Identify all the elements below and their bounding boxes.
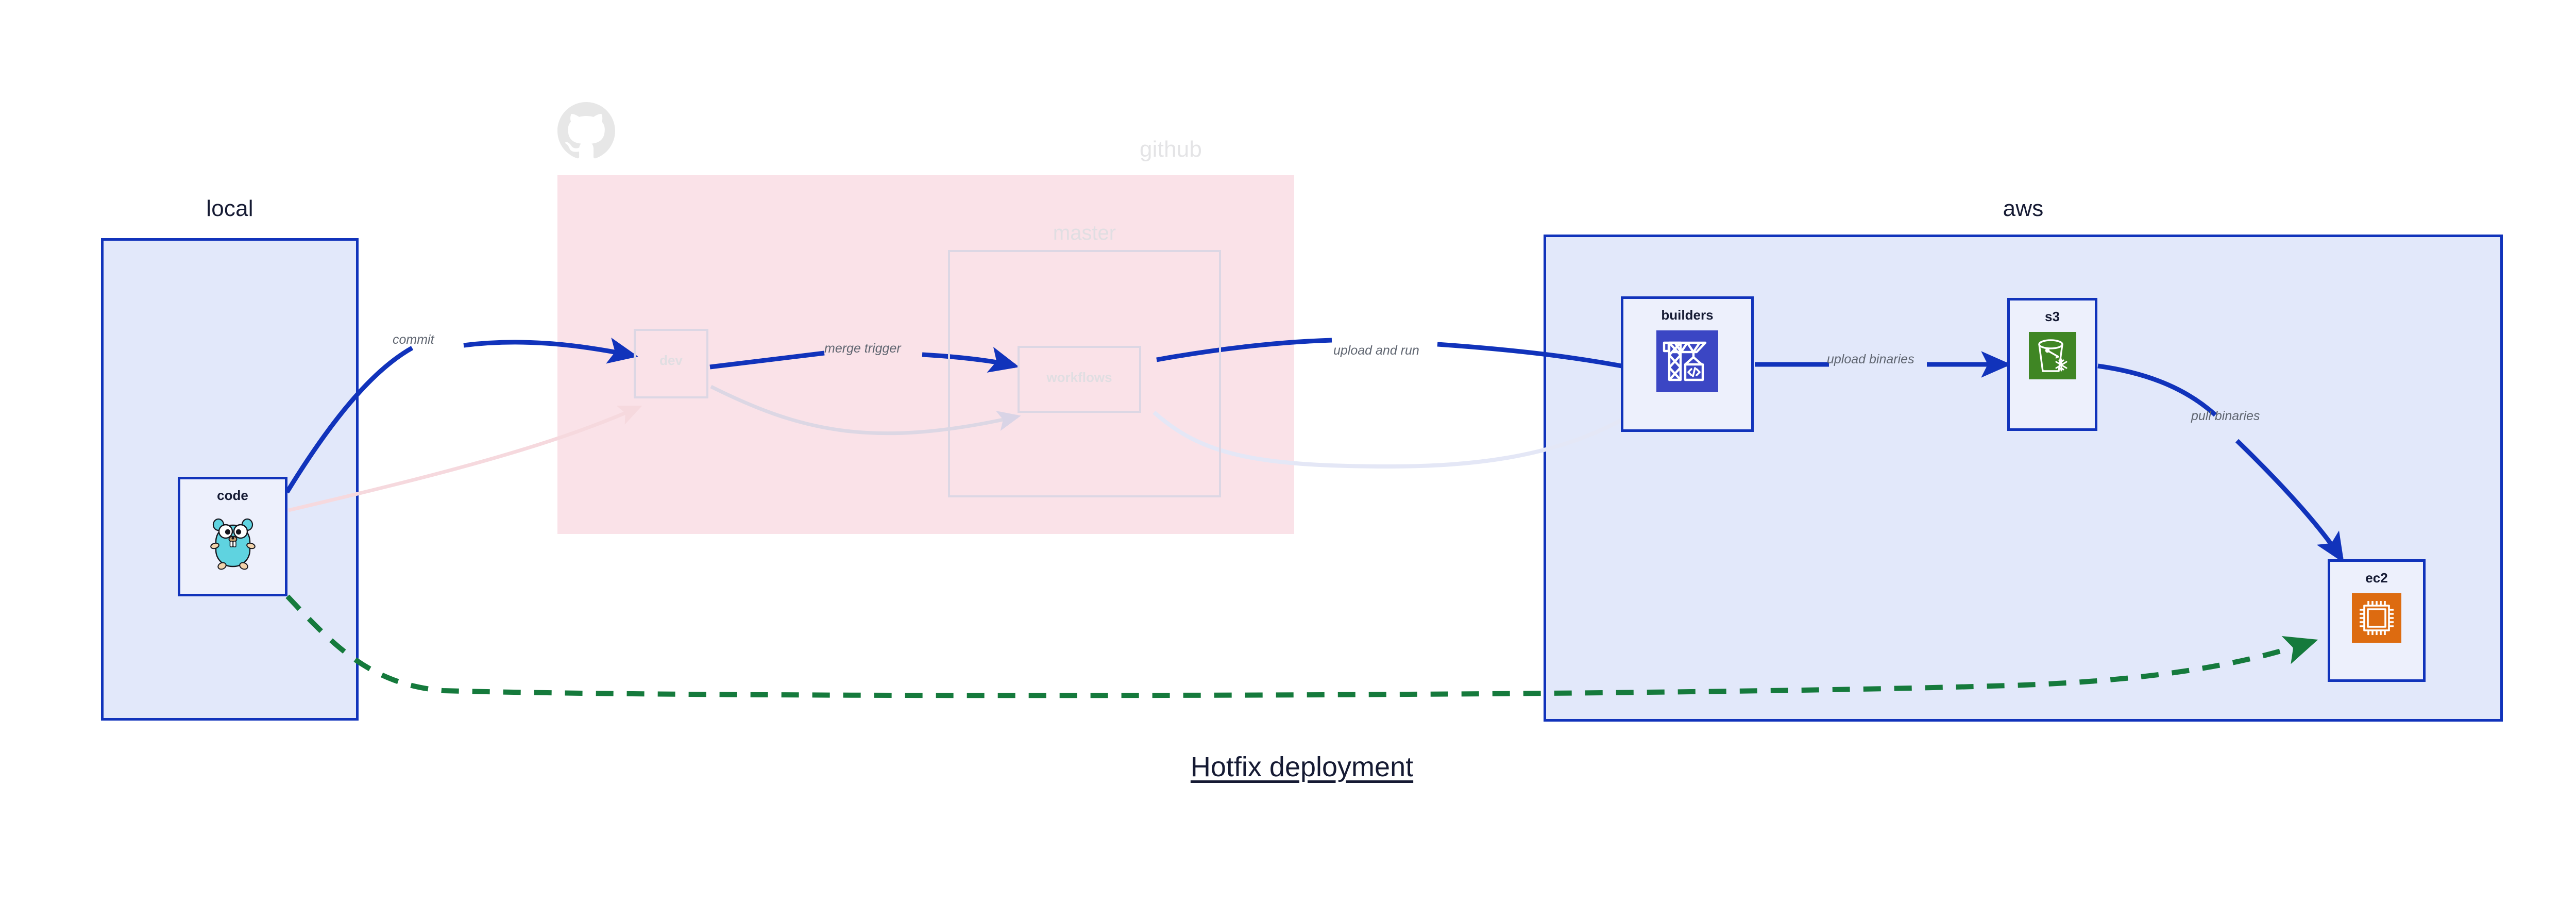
node-dev[interactable]: dev bbox=[634, 329, 708, 398]
github-octocat-icon bbox=[557, 102, 615, 160]
edge-ghost-dev-to-workflows bbox=[710, 385, 1021, 436]
node-label-s3: s3 bbox=[2045, 309, 2060, 324]
node-label-code: code bbox=[217, 488, 248, 503]
go-gopher-icon bbox=[206, 511, 260, 572]
edge-commit-path-2 bbox=[463, 338, 638, 364]
edge-hotfix-direct-path bbox=[285, 594, 2318, 698]
group-master[interactable] bbox=[948, 250, 1221, 497]
edge-pull-binaries-path bbox=[2097, 363, 2217, 417]
node-builders[interactable]: builders bbox=[1621, 296, 1754, 432]
edge-label-merge-trigger: merge trigger bbox=[824, 341, 901, 356]
node-label-dev: dev bbox=[659, 353, 683, 368]
edge-label-commit: commit bbox=[393, 332, 434, 347]
edge-upload-and-run-path bbox=[1156, 338, 1332, 362]
container-label-aws: aws bbox=[2003, 196, 2044, 221]
diagram-title: Hotfix deployment bbox=[1190, 751, 1414, 782]
edge-merge-trigger-path-2 bbox=[922, 346, 1020, 373]
edge-ghost-workflows-to-builders bbox=[1153, 390, 1671, 469]
node-ec2[interactable]: ec2 bbox=[2328, 559, 2426, 682]
edge-merge-trigger-path bbox=[709, 350, 825, 370]
edge-label-upload-binaries: upload binaries bbox=[1827, 352, 1914, 366]
node-label-builders: builders bbox=[1661, 307, 1714, 323]
node-workflows[interactable]: workflows bbox=[1018, 346, 1141, 413]
container-label-local: local bbox=[206, 196, 253, 221]
aws-builders-crane-icon bbox=[1656, 330, 1718, 392]
edge-pull-binaries-path-2 bbox=[2235, 439, 2344, 563]
edge-label-upload-and-run: upload and run bbox=[1333, 343, 1419, 358]
aws-s3-bucket-icon bbox=[2028, 332, 2076, 379]
node-label-ec2: ec2 bbox=[2365, 570, 2388, 586]
edge-upload-and-run-path-2 bbox=[1437, 342, 1653, 379]
edge-commit-path bbox=[285, 346, 414, 494]
node-code[interactable]: code bbox=[178, 477, 287, 596]
node-label-workflows: workflows bbox=[1046, 370, 1112, 385]
edge-ghost-code-to-dev bbox=[288, 405, 642, 512]
node-s3[interactable]: s3 bbox=[2007, 298, 2097, 431]
aws-ec2-chip-icon bbox=[2352, 593, 2401, 643]
edge-label-pull-binaries: pull binaries bbox=[2191, 409, 2260, 423]
group-label-master: master bbox=[1053, 222, 1116, 244]
container-label-github: github bbox=[1140, 137, 1202, 162]
